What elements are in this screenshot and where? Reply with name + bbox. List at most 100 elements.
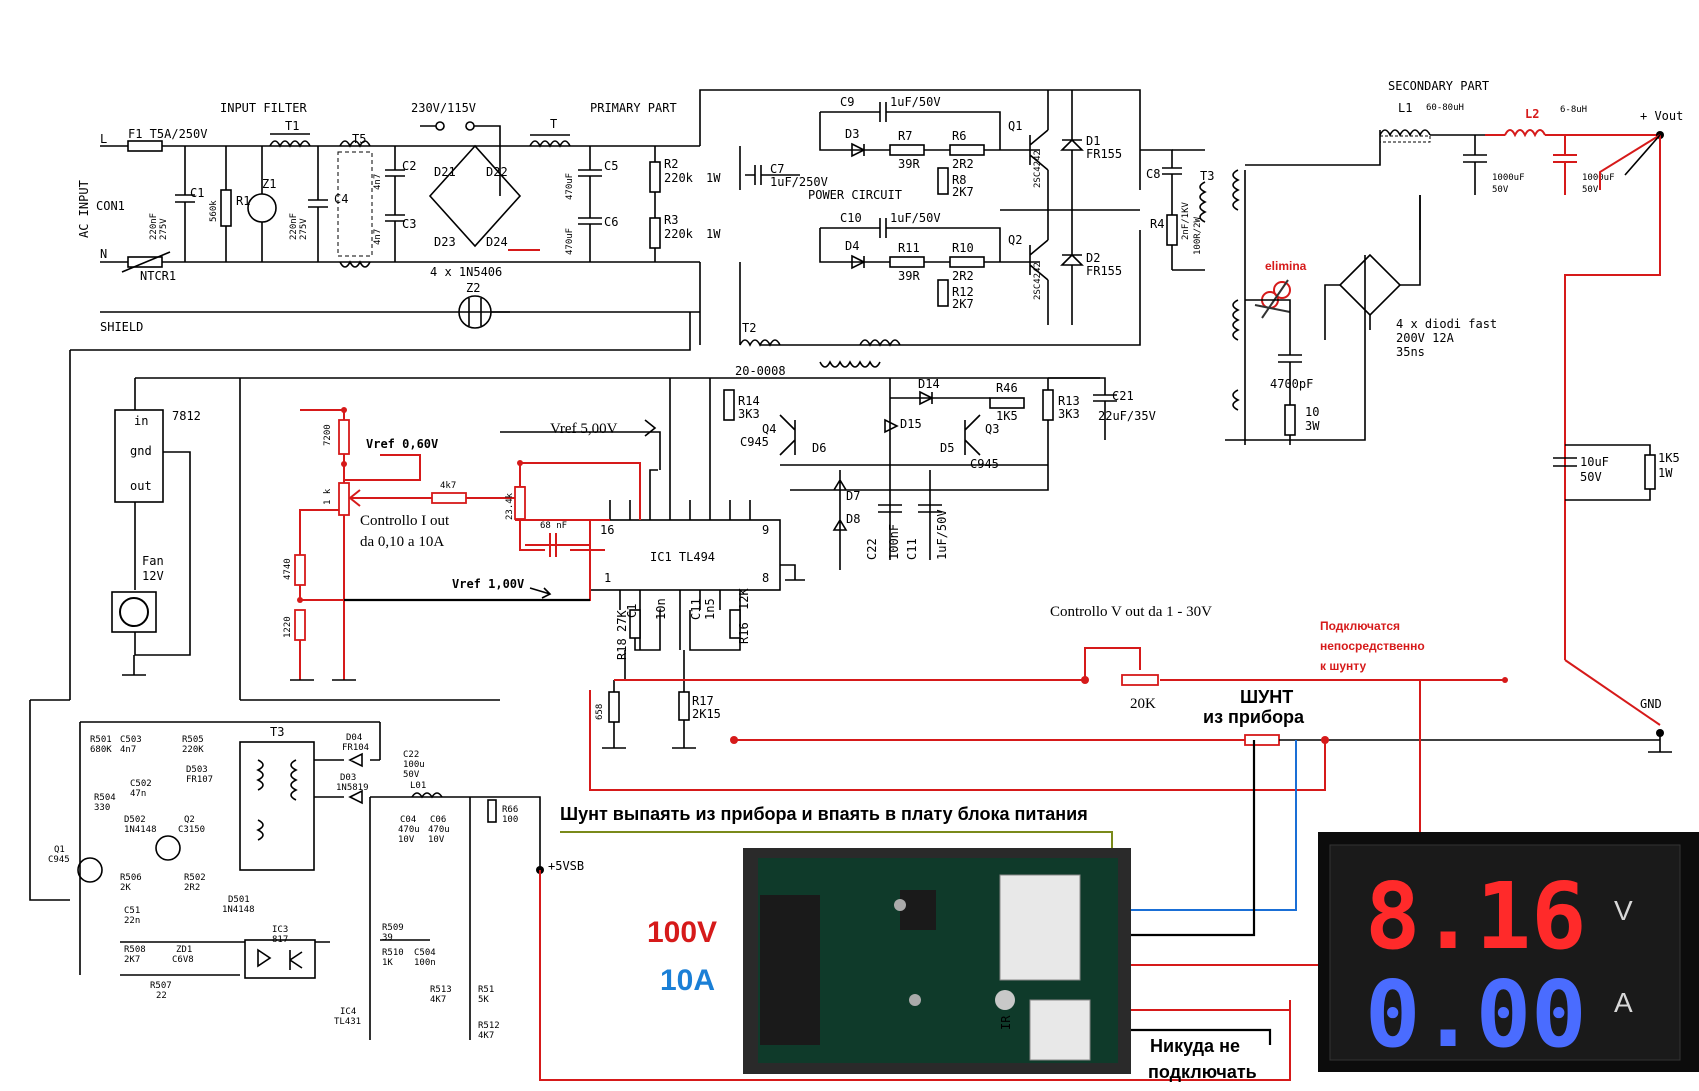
r12-label: R12: [952, 285, 974, 299]
amp-unit: A: [1614, 987, 1633, 1018]
r658-label: 658: [595, 704, 605, 720]
d2-label: D2: [1086, 251, 1100, 265]
r23k4-label: 23.4k: [505, 492, 515, 520]
c5-label: C5: [604, 159, 618, 173]
r1220-label: 1220: [283, 616, 293, 638]
controllo-i-1: Controllo I out: [360, 513, 450, 529]
fan-label-1: Fan: [142, 554, 164, 568]
c504-value: 100n: [414, 958, 436, 968]
sb-q2-label: Q2: [184, 815, 195, 825]
r1-value: 560k: [209, 200, 219, 222]
l01-label: L01: [410, 781, 426, 791]
c51-label: C51: [124, 906, 140, 916]
r502-value: 2R2: [184, 883, 200, 893]
r51-value: 5K: [478, 995, 489, 1005]
d1-label: D1: [1086, 134, 1100, 148]
r10-label: R10: [952, 241, 974, 255]
regulator-7812: [114, 409, 164, 503]
l1-label: L1: [1398, 101, 1412, 115]
r7-value: 39R: [898, 157, 920, 171]
r18-label: R18: [615, 638, 629, 660]
d22-label: D22: [486, 165, 508, 179]
c1b-label: C1: [625, 604, 639, 618]
c1000a-value: 1000uF: [1492, 173, 1525, 183]
c5-value: 470uF: [565, 173, 575, 200]
c4-voltage: 275V: [299, 218, 309, 240]
c7-label: C7: [770, 162, 784, 176]
r509-label: R509: [382, 923, 404, 933]
volt-range-label: 100V: [647, 916, 717, 949]
r8-label: R8: [952, 173, 966, 187]
r3-watt: 1W: [706, 227, 721, 241]
shunt-label-1: ШУНТ: [1240, 687, 1293, 707]
ic4-value: TL431: [334, 1017, 361, 1027]
c3-label: C3: [402, 217, 416, 231]
r2-value: 220k: [664, 171, 694, 185]
shunt-label-2: из прибора: [1203, 707, 1305, 727]
ic3-label: IC3: [272, 925, 288, 935]
c502-label: C502: [130, 779, 152, 789]
pin1-label: 1: [604, 571, 611, 585]
meter-wiring: Шунт выпаять из прибора и впаять в плату…: [560, 680, 1421, 1082]
z1-label: Z1: [262, 177, 276, 191]
input-filter-label: INPUT FILTER: [220, 101, 307, 115]
c4700-label: 4700pF: [1270, 377, 1313, 391]
r10-snubber-watt: 3W: [1305, 419, 1320, 433]
controllo-v-label: Controllo V out da 1 - 30V: [1050, 604, 1212, 620]
r4-value: 100R/2W: [1193, 216, 1203, 255]
vout-label: + Vout: [1640, 109, 1683, 123]
connect-note-2: непосредственно: [1320, 639, 1425, 653]
d503-label: D503: [186, 765, 208, 775]
d1-value: FR155: [1086, 147, 1122, 161]
r6-value: 2R2: [952, 157, 974, 171]
r1k5-value: 1K5: [1658, 451, 1680, 465]
d5-label: D5: [940, 441, 954, 455]
r504-label: R504: [94, 793, 116, 803]
d15-label: D15: [900, 417, 922, 431]
c10-value: 1uF/50V: [890, 211, 941, 225]
sb-t3-label: T3: [270, 725, 284, 739]
transistor-q2: [1029, 210, 1049, 325]
c2-label: C2: [402, 159, 416, 173]
sb-c22-label: C22: [403, 750, 419, 760]
q1-value: 2SC4242: [1033, 150, 1043, 188]
c06-volt: 10V: [428, 835, 445, 845]
r512-value: 4K7: [478, 1031, 494, 1041]
r10-value: 2R2: [952, 269, 974, 283]
fan-label-2: 12V: [142, 569, 164, 583]
c22-label: C22: [865, 538, 879, 560]
r14-value: 3K3: [738, 407, 760, 421]
choke-t5: [339, 140, 371, 268]
power-circuit-label: POWER CIRCUIT: [808, 188, 902, 202]
r51-label: R51: [478, 985, 494, 995]
amp-range-label: 10A: [660, 964, 715, 997]
r508-value: 2K7: [124, 955, 140, 965]
q2-value: 2SC4242: [1033, 262, 1043, 300]
sb-c22-value: 100u: [403, 760, 425, 770]
d8-label: D8: [846, 512, 860, 526]
c68nf-label: 68 nF: [540, 521, 567, 531]
bridge-diodes-label: 4 x 1N5406: [430, 265, 502, 279]
sb-q2-value: C3150: [178, 825, 205, 835]
c1b-value: 10n: [654, 598, 668, 620]
q2-label: Q2: [1008, 233, 1022, 247]
r20k-label: 20K: [1130, 696, 1156, 712]
c4-label: C4: [334, 192, 348, 206]
ic3-value: 817: [272, 935, 288, 945]
r66-value: 100: [502, 815, 518, 825]
primary-part-label: PRIMARY PART: [590, 101, 677, 115]
meter-display: 8.16 V 0.00 A: [1318, 832, 1699, 1072]
r2-watt: 1W: [706, 171, 721, 185]
output-bridge: [1338, 253, 1402, 317]
r1-label: R1: [236, 194, 250, 208]
c2-value: 4n7: [373, 174, 383, 190]
optocoupler-ic3: [244, 939, 316, 979]
c8-value: 2nF/1KV: [1181, 201, 1191, 240]
pin16-label: 16: [600, 523, 614, 537]
varistor-z1: [247, 193, 277, 223]
sb-q1-value: C945: [48, 855, 70, 865]
voltage-select-label: 230V/115V: [411, 101, 476, 115]
input-filter-section: INPUT FILTER 230V/115V PRIMARY PART AC I…: [77, 101, 721, 334]
fuse-f1: [127, 140, 163, 152]
